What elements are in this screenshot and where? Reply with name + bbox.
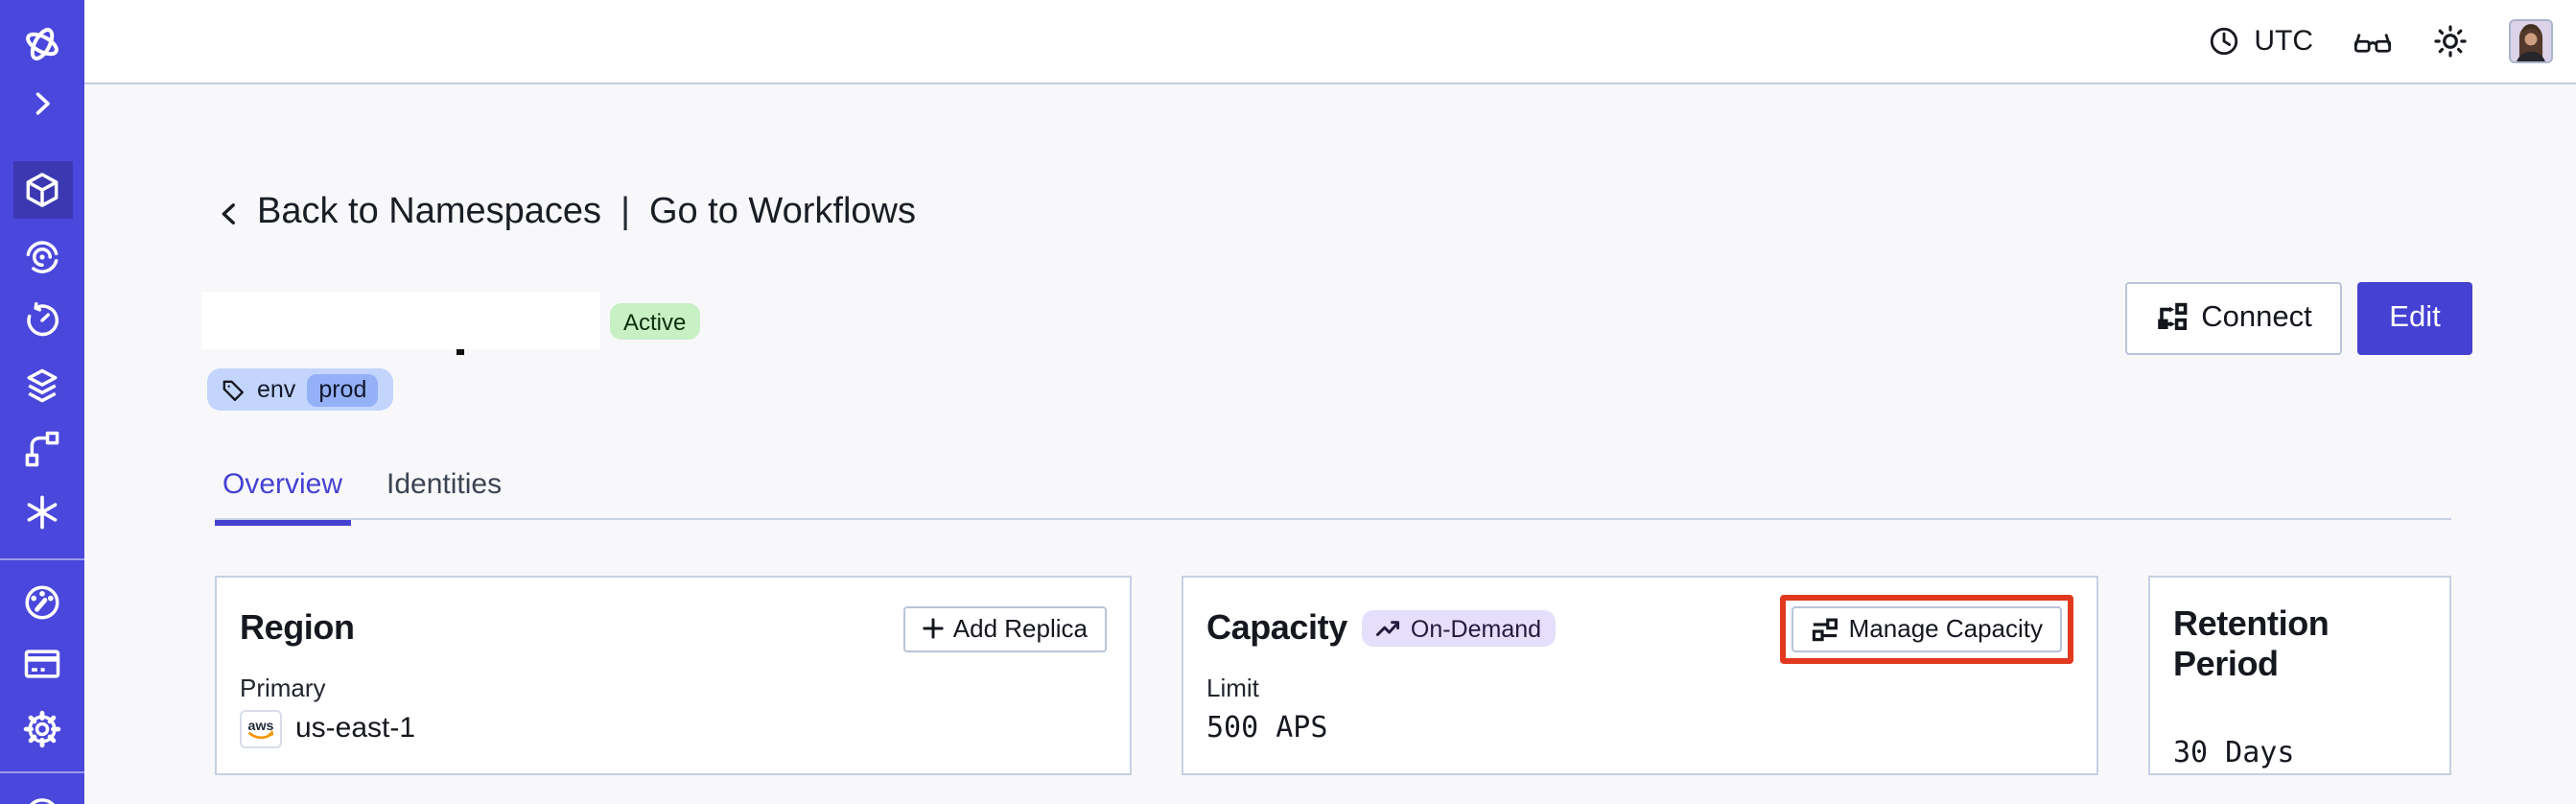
- retention-card: Retention Period 30 Days: [2148, 575, 2451, 774]
- globe-icon: [21, 791, 63, 804]
- on-demand-badge: On-Demand: [1362, 609, 1556, 648]
- timer-icon: [21, 298, 63, 341]
- manage-capacity-button[interactable]: Manage Capacity: [1791, 605, 2062, 651]
- sidebar-expand-button[interactable]: [0, 77, 84, 130]
- capacity-limit-label: Limit: [1206, 673, 1259, 701]
- sidebar-item-branch[interactable]: [0, 421, 84, 475]
- capacity-value: 500 APS: [1206, 709, 1328, 744]
- connect-button-label: Connect: [2201, 300, 2312, 334]
- svg-text:aws: aws: [248, 718, 274, 733]
- tag-icon: [221, 377, 246, 402]
- chevron-right-icon: [25, 86, 59, 121]
- plus-icon: [923, 618, 944, 639]
- region-card-title: Region: [240, 608, 355, 647]
- trending-up-icon: [1376, 618, 1401, 639]
- branch-icon: [21, 427, 63, 469]
- sun-icon[interactable]: [2432, 23, 2469, 59]
- layers-icon: [21, 365, 63, 407]
- aws-logo: aws: [240, 709, 282, 747]
- tab-identities[interactable]: Identities: [386, 468, 503, 501]
- sidebar-item-asterisk[interactable]: [0, 485, 84, 538]
- capacity-card-title: Capacity: [1206, 608, 1347, 647]
- sliders-icon: [1811, 615, 1839, 642]
- sidebar-item-namespaces[interactable]: [0, 163, 84, 217]
- glasses-icon[interactable]: [2354, 26, 2392, 57]
- namespace-name-artifact: [457, 349, 463, 355]
- asterisk-icon: [21, 490, 63, 532]
- edit-button[interactable]: Edit: [2357, 282, 2472, 354]
- spiral-icon: [21, 235, 63, 277]
- status-badge: Active: [610, 303, 700, 340]
- on-demand-label: On-Demand: [1410, 615, 1542, 642]
- tag-key: env: [257, 376, 296, 403]
- annotation-highlight-box: Manage Capacity: [1779, 594, 2073, 663]
- sidebar: [0, 0, 84, 804]
- tab-bar: Overview Identities: [215, 461, 538, 526]
- clock-icon: [2208, 25, 2240, 58]
- tab-divider: [215, 517, 2451, 520]
- manage-capacity-label: Manage Capacity: [1848, 614, 2043, 643]
- region-value: us-east-1: [295, 712, 416, 745]
- overview-cards: Region Add Replica Primary aws: [215, 575, 2451, 774]
- header-actions: Connect Edit: [2125, 282, 2472, 354]
- tab-overview[interactable]: Overview: [215, 461, 351, 526]
- topbar: UTC: [84, 0, 2576, 84]
- gear-icon: [21, 708, 63, 750]
- namespace-name-redacted: [201, 292, 600, 349]
- connect-button[interactable]: Connect: [2125, 282, 2342, 354]
- sidebar-divider: [0, 770, 84, 772]
- retention-card-title: Retention Period: [2173, 603, 2330, 682]
- sidebar-divider: [0, 558, 84, 560]
- sidebar-item-layers[interactable]: [0, 359, 84, 413]
- go-to-workflows-link[interactable]: Go to Workflows: [648, 192, 916, 232]
- region-primary-label: Primary: [240, 673, 326, 701]
- sidebar-item-billing[interactable]: [0, 637, 84, 691]
- gauge-icon: [21, 580, 63, 623]
- sidebar-item-home[interactable]: [0, 16, 84, 70]
- sidebar-item-spiral[interactable]: [0, 229, 84, 283]
- breadcrumb: Back to Namespaces | Go to Workflows: [213, 192, 916, 234]
- sidebar-item-settings[interactable]: [0, 702, 84, 756]
- namespace-tag: env prod: [207, 368, 394, 411]
- credit-card-icon: [21, 643, 63, 685]
- chevron-left-icon: [213, 197, 246, 229]
- region-card: Region Add Replica Primary aws: [215, 575, 1132, 774]
- edit-button-label: Edit: [2389, 300, 2441, 334]
- add-replica-label: Add Replica: [952, 614, 1088, 643]
- sidebar-item-globe[interactable]: [0, 785, 84, 804]
- breadcrumb-separator: |: [621, 192, 630, 232]
- timezone-selector[interactable]: UTC: [2208, 25, 2313, 58]
- timezone-label: UTC: [2254, 25, 2313, 58]
- connect-flow-icon: [2155, 302, 2188, 335]
- sidebar-item-timer[interactable]: [0, 293, 84, 346]
- retention-value: 30 Days: [2173, 734, 2295, 769]
- cube-icon: [21, 169, 63, 211]
- capacity-card: Capacity On-Demand: [1182, 575, 2098, 774]
- avatar[interactable]: [2509, 19, 2553, 63]
- temporal-logo: [19, 20, 65, 66]
- add-replica-button[interactable]: Add Replica: [902, 605, 1107, 651]
- back-to-namespaces-link[interactable]: Back to Namespaces: [257, 192, 602, 232]
- sidebar-item-usage[interactable]: [0, 575, 84, 628]
- tag-value: prod: [307, 373, 379, 406]
